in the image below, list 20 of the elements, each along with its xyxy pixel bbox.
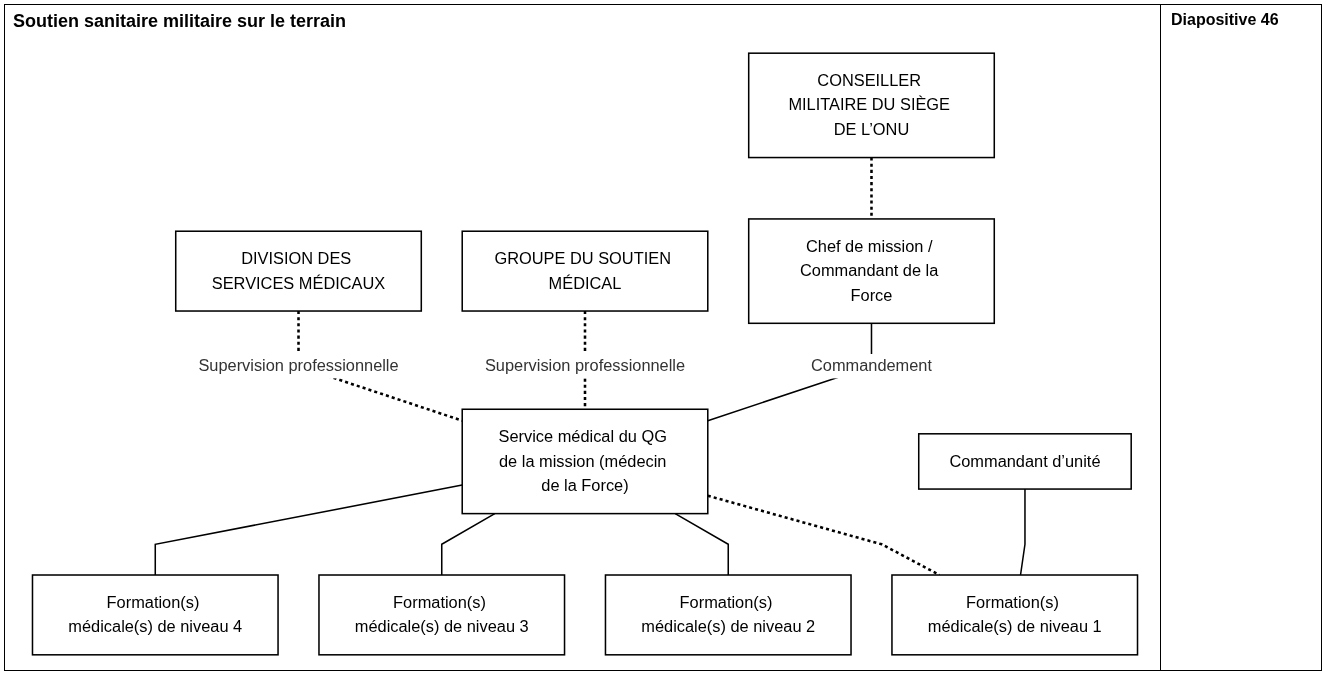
node-box: Formation(s) médicale(s) de niveau 3 — [318, 574, 566, 656]
connector — [441, 512, 496, 576]
node-box: Formation(s) médicale(s) de niveau 2 — [604, 574, 852, 656]
node-box: GROUPE DU SOUTIEN MÉDICAL — [461, 230, 709, 312]
node-box: Formation(s) médicale(s) de niveau 1 — [891, 574, 1139, 656]
node-box: Formation(s) médicale(s) de niveau 4 — [31, 574, 279, 656]
connector — [154, 484, 463, 576]
edge-label: Supervision professionnelle — [484, 357, 686, 375]
connector — [674, 512, 729, 576]
slide-number: Diapositive 46 — [1171, 11, 1279, 29]
slide-title: Soutien sanitaire militaire sur le terrain — [13, 11, 347, 32]
node-box: Commandant d’unité — [917, 433, 1132, 490]
edge-label: Supervision professionnelle — [198, 357, 399, 375]
edge-label: Commandement — [810, 357, 932, 375]
connector — [870, 157, 873, 219]
connector — [1019, 488, 1026, 576]
node-box: Service médical du QG de la mission (médecin de la Force) — [461, 408, 709, 515]
node-box: Chef de mission / Commandant de la Force — [747, 218, 996, 325]
node-box: DIVISION DES SERVICES MÉDICAUX — [174, 230, 423, 312]
node-box: CONSEILLER MILITAIRE DU SIÈGE DE L’ONU — [747, 52, 996, 159]
